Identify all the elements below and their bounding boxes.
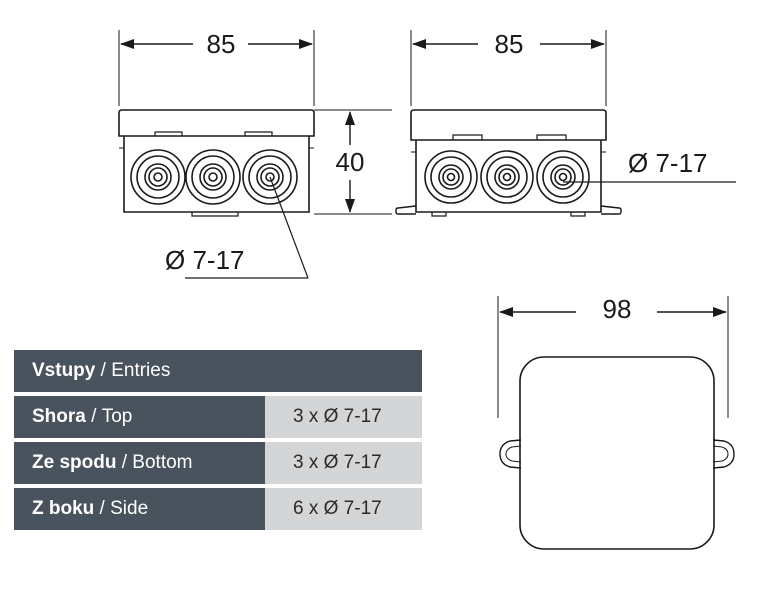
- front-grommet-1: [130, 149, 186, 205]
- row-label: Z boku / Side: [14, 488, 265, 530]
- front-height-label: 40: [336, 147, 365, 177]
- row-en: Side: [110, 498, 149, 519]
- front-diameter-label: Ø 7-17: [165, 245, 245, 275]
- row-en: Bottom: [132, 452, 193, 473]
- front-width-label: 85: [207, 29, 236, 59]
- table-header-row: Vstupy / Entries: [14, 350, 422, 392]
- header-cz: Vstupy: [32, 360, 96, 381]
- row-label: Ze spodu / Bottom: [14, 442, 265, 484]
- table-row: Z boku / Side 6 x Ø 7-17: [14, 488, 422, 530]
- side-view: [395, 30, 736, 217]
- side-grommet-2: [480, 150, 534, 204]
- front-grommet-2: [185, 149, 241, 205]
- top-view: [497, 296, 735, 550]
- top-view-box: [519, 356, 715, 550]
- entries-table: Vstupy / Entries Shora / Top 3 x Ø 7-17 …: [14, 350, 422, 534]
- row-label: Shora / Top: [14, 396, 265, 438]
- front-view: [118, 30, 392, 279]
- row-value: 3 x Ø 7-17: [265, 442, 422, 484]
- top-width-label: 98: [603, 294, 632, 324]
- side-grommet-3: [536, 150, 590, 204]
- row-en: Top: [101, 406, 133, 427]
- row-cz: Ze spodu: [32, 452, 117, 473]
- side-grommet-1: [424, 150, 478, 204]
- header-sep: /: [95, 360, 112, 381]
- front-grommet-3: [242, 149, 298, 205]
- row-cz: Z boku: [32, 498, 95, 519]
- row-value: 3 x Ø 7-17: [265, 396, 422, 438]
- row-sep: /: [85, 406, 102, 427]
- header-en: Entries: [111, 360, 171, 381]
- row-value: 6 x Ø 7-17: [265, 488, 422, 530]
- row-cz: Shora: [32, 406, 86, 427]
- front-diameter-leader: [269, 176, 309, 279]
- side-width-label: 85: [495, 29, 524, 59]
- row-sep: /: [116, 452, 133, 473]
- side-diameter-label: Ø 7-17: [628, 148, 708, 178]
- row-sep: /: [94, 498, 111, 519]
- table-header-label: Vstupy / Entries: [14, 350, 422, 392]
- table-row: Ze spodu / Bottom 3 x Ø 7-17: [14, 442, 422, 484]
- table-row: Shora / Top 3 x Ø 7-17: [14, 396, 422, 438]
